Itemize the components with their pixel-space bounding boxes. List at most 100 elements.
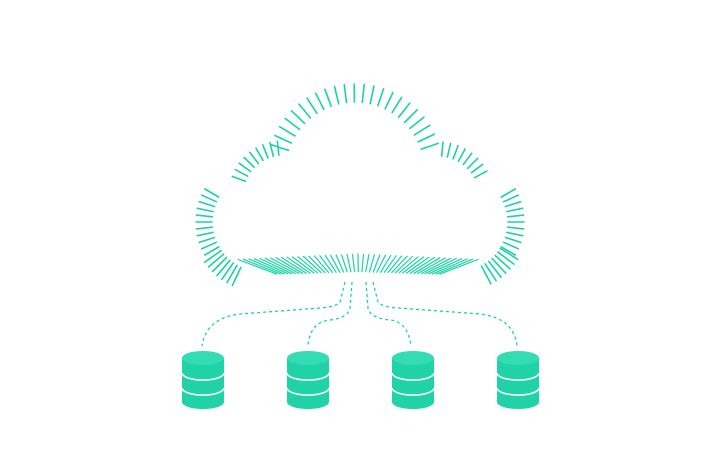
cloud-stroke — [417, 257, 446, 274]
database-body — [392, 358, 434, 409]
cloud-stroke — [343, 83, 348, 104]
database-band — [286, 387, 330, 396]
cloud-stroke — [308, 255, 326, 274]
cloud-stroke — [195, 226, 214, 230]
database-top — [392, 351, 434, 365]
cloud-stroke — [259, 257, 293, 275]
cloud-stroke — [446, 142, 452, 158]
cloud-stroke — [504, 200, 522, 208]
cloud-stroke — [497, 251, 515, 265]
cloud-stroke — [361, 83, 366, 104]
cloud-stroke — [196, 207, 214, 213]
cloud-stroke — [346, 253, 352, 273]
cloud-stroke — [398, 256, 419, 274]
cloud-stroke — [238, 162, 252, 173]
connector-line-3 — [365, 281, 412, 347]
cloud-stroke — [499, 247, 519, 260]
cloud-stroke — [264, 257, 296, 275]
database-band — [181, 372, 225, 381]
cloud-stroke — [417, 133, 436, 143]
cloud-stroke — [270, 144, 290, 152]
cloud-stroke — [351, 253, 356, 273]
cloud-stroke — [506, 207, 524, 213]
connector-line-1 — [201, 281, 346, 347]
cloud-stroke — [391, 255, 408, 274]
cloud-stroke — [207, 253, 225, 268]
cloud-stroke — [319, 255, 333, 273]
cloud-stroke — [341, 254, 348, 273]
cloud-stroke — [221, 262, 235, 281]
cloud-stroke — [435, 258, 474, 275]
cloud-stroke — [470, 163, 484, 174]
cloud-stroke — [420, 142, 440, 150]
cloud-stroke — [473, 170, 488, 179]
cloud-stroke — [391, 96, 403, 114]
cloud-stroke — [500, 188, 517, 198]
cloud-stroke — [431, 258, 468, 275]
cloud-stroke — [276, 140, 280, 156]
database-band — [181, 387, 225, 396]
cloud-stroke — [291, 256, 315, 274]
cloud-stroke — [403, 109, 419, 124]
cloud-stroke — [231, 175, 247, 183]
cloud-stroke — [275, 257, 304, 274]
database-band — [286, 372, 330, 381]
cloud-stroke — [249, 151, 260, 165]
cloud-stroke — [306, 97, 318, 115]
cloud-stroke — [462, 152, 473, 166]
cloud-stroke — [384, 91, 394, 110]
cloud-stroke — [494, 254, 511, 270]
connector-line-2 — [307, 281, 353, 347]
database-body — [287, 358, 329, 409]
cloud-stroke — [302, 255, 322, 274]
cloud-stroke — [298, 103, 312, 119]
database-icon — [496, 351, 540, 409]
cloud-stroke — [504, 236, 522, 244]
cloud-stroke — [226, 264, 238, 284]
cloud-stroke — [198, 200, 216, 208]
cloud-stroke — [198, 236, 216, 244]
cloud-stroke — [242, 258, 281, 275]
cloud-stroke — [269, 141, 275, 157]
database-group — [181, 351, 540, 409]
cloud-stroke — [506, 231, 524, 237]
cloud-stroke — [397, 102, 411, 118]
cloud-stroke — [324, 254, 337, 273]
cloud-stroke — [487, 260, 502, 279]
cloud-stroke — [200, 194, 218, 203]
cloud-stroke — [405, 256, 430, 274]
cloud-stroke — [361, 253, 365, 273]
cloud-stroke — [324, 88, 332, 107]
cloud-stroke — [502, 194, 520, 203]
cloud-stroke — [402, 256, 425, 274]
cloud-stroke — [452, 144, 459, 160]
cloud-stroke — [261, 144, 269, 159]
cloud-stroke — [204, 246, 220, 256]
connector-line-4 — [372, 281, 518, 347]
cloud-stroke — [297, 256, 319, 274]
cloud-stroke — [200, 241, 218, 250]
database-band — [391, 387, 435, 396]
cloud-stroke — [439, 258, 479, 275]
cloud-stroke — [383, 255, 397, 273]
cloud-stroke — [500, 246, 517, 256]
cloud-stroke — [491, 257, 507, 275]
cloud-stroke — [248, 258, 285, 275]
cloud-stroke — [204, 188, 220, 198]
cloud-stroke — [313, 255, 330, 274]
cloud-stroke — [440, 141, 444, 157]
cloud-stroke — [234, 168, 249, 177]
database-top — [182, 351, 224, 365]
database-body — [182, 358, 224, 409]
database-icon — [181, 351, 225, 409]
cloud-stroke — [231, 266, 242, 287]
cloud-stroke — [284, 117, 301, 131]
cloud-stroke — [255, 147, 264, 162]
cloud-stroke — [484, 263, 497, 282]
cloud-stroke — [380, 254, 392, 273]
database-band — [496, 387, 540, 396]
cloud-stroke — [408, 116, 425, 130]
cloud-stroke — [216, 259, 231, 277]
cloud-stroke — [466, 157, 479, 170]
